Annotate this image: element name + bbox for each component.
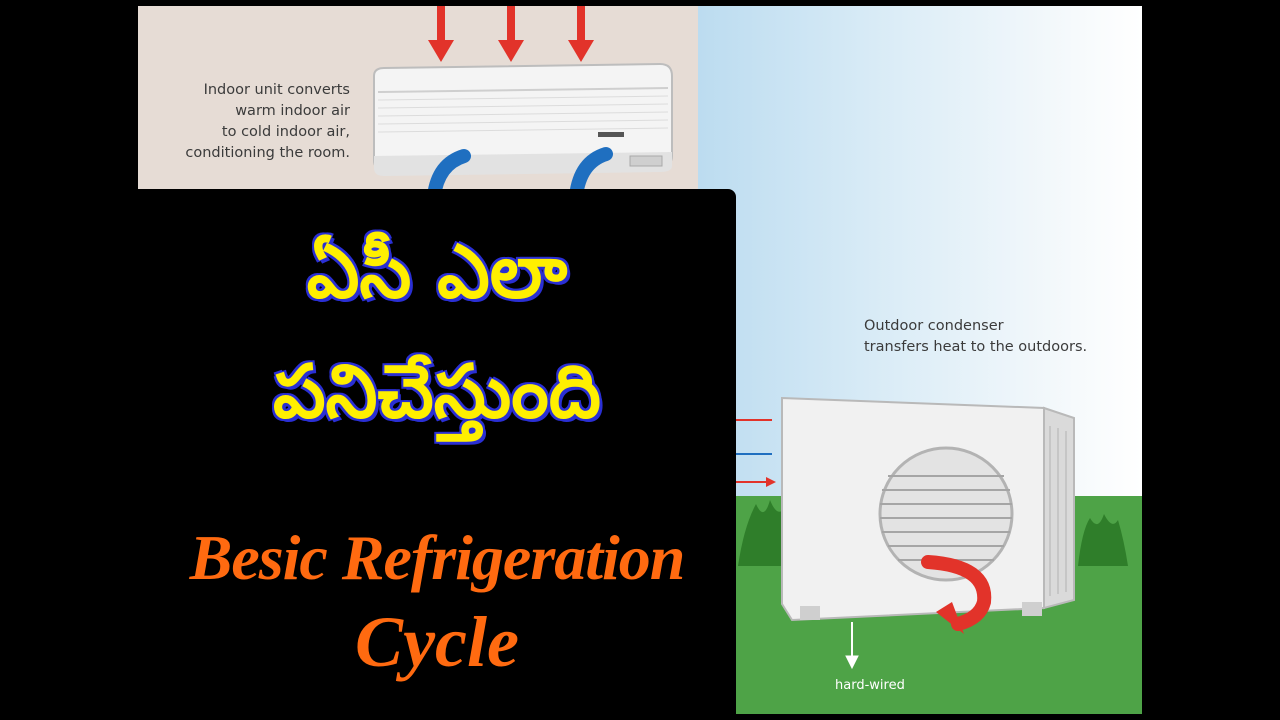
telugu-title-line-1: ఏసీ ఎలా <box>306 229 568 315</box>
title-overlay: ఏసీ ఎలా పనిచేస్తుంది Besic Refrigeration… <box>138 189 736 720</box>
english-title-line-1: Besic Refrigeration <box>189 522 686 593</box>
telugu-title-line-2: పనిచేస్తుంది <box>272 349 602 435</box>
outdoor-caption: Outdoor condenser transfers heat to the … <box>864 318 1088 355</box>
ac-illustration <box>373 6 1128 670</box>
diagram-background: Indoor unit converts warm indoor air to … <box>138 6 1142 714</box>
english-title-line-2: Cycle <box>355 602 519 682</box>
wiring-arrow <box>845 622 859 670</box>
outdoor-condenser <box>781 396 1075 622</box>
side-arrows <box>736 419 776 487</box>
bushes <box>738 500 1128 566</box>
indoor-unit <box>373 62 673 176</box>
wired-label: hard-wired <box>835 678 905 693</box>
heat-arrows-down <box>428 6 594 62</box>
indoor-caption: Indoor unit converts warm indoor air to … <box>185 82 350 161</box>
right-letterbox <box>1142 0 1280 720</box>
heat-exhaust-arrow <box>921 555 992 634</box>
